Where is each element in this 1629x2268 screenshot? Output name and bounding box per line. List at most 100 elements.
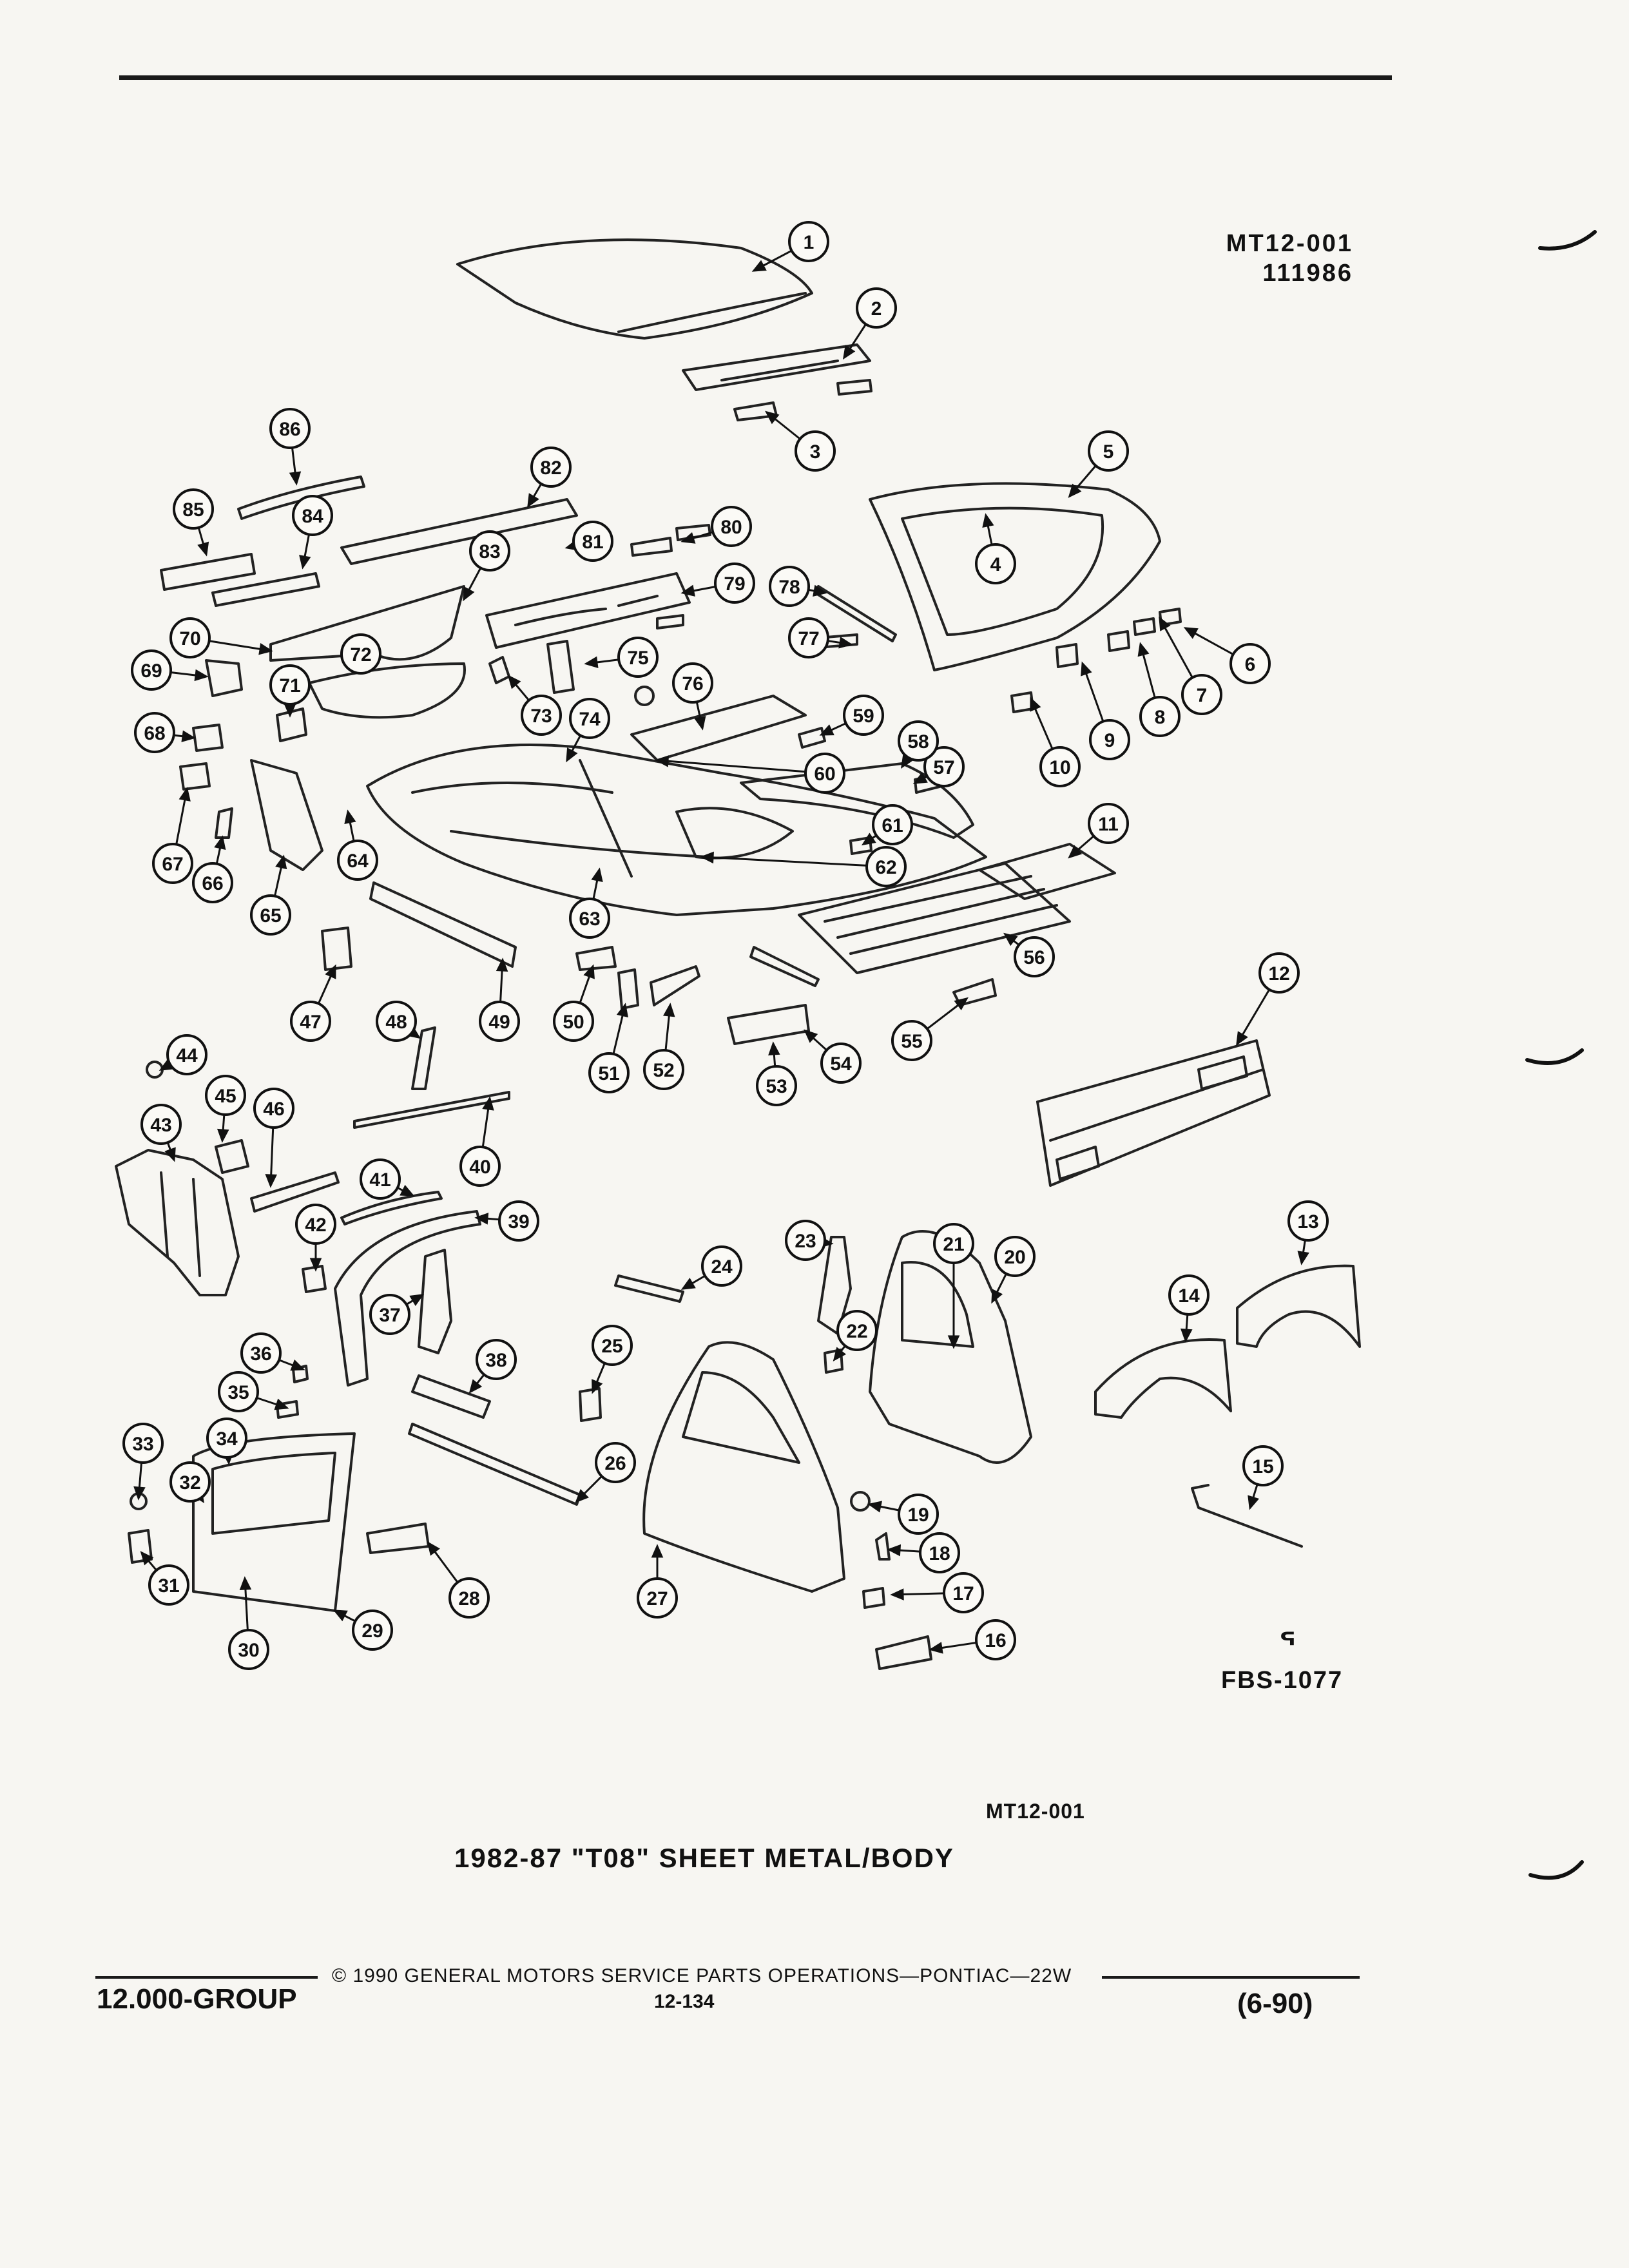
callout-number: 35 [227,1382,249,1403]
callout-29: 29 [352,1610,393,1651]
callout-circle [218,1371,259,1412]
callout-circle [1088,803,1129,844]
callout-circle [269,664,311,706]
callout-37: 37 [369,1294,410,1335]
callout-circle [295,1204,336,1245]
callout-33: 33 [122,1423,164,1464]
callout-arrowhead-86 [289,471,302,486]
callout-arrowhead-41 [400,1184,415,1196]
part-quarter-trim [614,1274,684,1303]
callout-49: 49 [479,1001,520,1042]
callout-circle [804,753,845,794]
callout-arrowhead-46 [265,1174,278,1188]
callout-circle [1088,430,1129,472]
callout-32: 32 [169,1461,211,1503]
callout-arrowhead-25 [592,1379,603,1394]
callout-number: 17 [952,1583,974,1604]
callout-arrowhead-57 [912,772,928,784]
callout-81: 81 [572,521,613,562]
callout-number: 83 [479,541,500,562]
callout-number: 57 [933,757,954,778]
part-floor-extension [978,843,1116,900]
callout-number: 53 [766,1076,787,1097]
callout-arrowhead-3 [765,410,780,425]
callout-number: 19 [907,1504,929,1526]
callout-arrowhead-60 [655,755,670,767]
callout-31: 31 [148,1564,189,1606]
callout-arrowhead-5 [1068,483,1082,498]
callout-number: 14 [1178,1285,1200,1307]
callout-circle [1039,746,1081,787]
callout-circle [872,804,913,845]
callout-circle [228,1629,269,1670]
part-floor-brackets [575,946,997,1045]
top-rule [119,75,1392,80]
callout-arrowhead-54 [804,1029,818,1043]
part-tail-lamp-bracket [875,1635,932,1670]
callout-number: 82 [540,457,561,479]
callout-number: 37 [379,1305,400,1326]
footer-page-number: 12-134 [654,1991,715,2012]
callout-84: 84 [292,495,333,536]
callout-number: 28 [458,1588,479,1610]
callout-arrowhead-80 [680,532,696,544]
callout-arrowhead-83 [463,586,475,602]
callout-circle [898,720,939,762]
callout-arrowhead-18 [887,1544,901,1557]
callout-number: 1 [804,232,815,253]
callout-number: 33 [132,1434,153,1455]
callout-16: 16 [975,1619,1016,1660]
callout-circle [933,1223,974,1264]
part-roof-panel [456,238,813,340]
callout-arrowhead-79 [680,584,695,597]
callout-arrowhead-35 [274,1398,289,1410]
callout-circle [820,1043,862,1084]
callout-circle [1089,719,1130,760]
callout-52: 52 [643,1049,684,1090]
callout-74: 74 [569,698,610,739]
callout-arrowhead-39 [474,1213,489,1225]
callout-24: 24 [701,1245,742,1287]
callout-circle [340,633,381,675]
callout-arrowhead-8 [1137,642,1150,657]
callout-number: 36 [250,1343,271,1365]
callout-number: 29 [361,1620,383,1642]
callout-circle [530,447,572,488]
callout-arrowhead-47 [325,964,336,979]
callout-53: 53 [756,1065,797,1106]
part-door-shell [192,1432,356,1612]
callout-circle [148,1564,189,1606]
callout-63: 63 [569,898,610,939]
callout-circle [192,862,233,903]
callout-arrowhead-26 [575,1489,589,1503]
callout-45: 45 [205,1075,246,1116]
callout-arrowhead-38 [468,1379,483,1394]
callout-13: 13 [1287,1200,1329,1242]
callout-55: 55 [891,1020,932,1061]
callout-circle [975,1619,1016,1660]
callout-arrowhead-53 [768,1041,780,1056]
part-speaker-housing [321,927,352,971]
callout-44: 44 [166,1034,207,1075]
callout-number: 24 [711,1256,733,1278]
callout-number: 18 [929,1543,950,1564]
part-main-floor-pan [366,744,987,916]
callout-circle [711,506,752,547]
callout-number: 62 [875,857,896,878]
callout-number: 13 [1297,1211,1318,1233]
callout-arrowhead-9 [1081,661,1092,677]
part-quarter-outer [642,1341,845,1593]
part-latch [862,1587,885,1609]
callout-number: 78 [778,577,800,598]
callout-72: 72 [340,633,381,675]
callout-43: 43 [140,1104,182,1145]
callout-number: 76 [682,673,703,695]
callout-76: 76 [672,662,713,704]
callout-57: 57 [923,746,965,787]
part-front-wheelhouse [308,662,466,719]
callout-arrowhead-42 [309,1258,322,1272]
callout-arrowhead-40 [482,1096,494,1111]
callout-circle [701,1245,742,1287]
callout-number: 70 [179,628,200,649]
